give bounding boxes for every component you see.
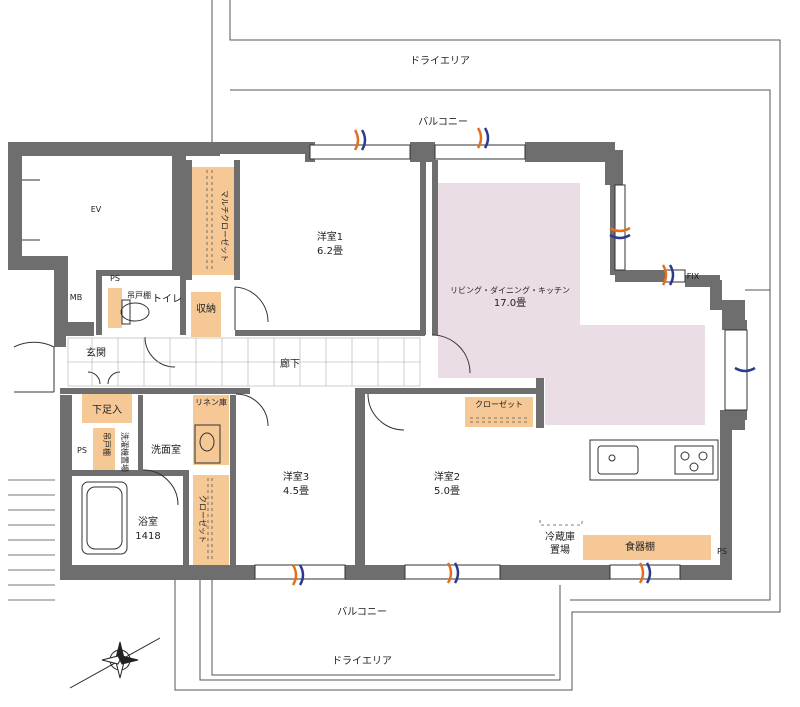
closet-r3-fill [193,475,229,565]
windows [254,144,748,580]
closet-r3-label: クローゼット [198,495,208,543]
hanging-shelf2-fill [93,428,115,470]
stove [674,445,714,475]
western3-size: 4.5畳 [283,485,309,497]
toilet-label: トイレ [152,294,182,305]
fix-label: FIX [687,272,700,281]
cupboard-label: 食器棚 [625,540,655,553]
western2-size: 5.0畳 [434,485,460,497]
ldk-size: 17.0畳 [494,297,526,309]
western1-label: 洋室1 [317,230,343,243]
fridge-label-1: 冷蔵庫 [545,530,575,543]
balcony-bottom-label: バルコニー [337,606,387,618]
compass-icon [69,637,161,689]
fridge-label-2: 置場 [550,543,570,556]
washer-label: 洗濯機置場 [120,432,130,472]
toilet-shelf-fill [108,288,122,328]
linen-label: リネン庫 [195,397,227,407]
mb-label: MB [70,293,82,302]
bath-size: 1418 [135,531,160,542]
entrance-label: 玄関 [86,346,106,359]
washroom-label: 洗面室 [151,443,181,456]
bath-label: 浴室 [138,515,158,528]
kitchen-counter [589,439,719,481]
washbasin [194,424,221,464]
western3-label: 洋室3 [283,470,309,483]
dry-area-top-label: ドライエリア [410,55,470,67]
outer-boundaries [8,0,781,691]
closet-r2-label: クローゼット [475,399,523,409]
bathtub [81,481,128,555]
multi-closet-label: マルチクローゼット [220,190,230,262]
stairs [8,479,55,601]
western1-size: 6.2畳 [317,245,343,257]
ldk-area [438,183,705,425]
linen-fill [193,395,229,465]
balcony-top-label: バルコニー [418,116,468,128]
shoebox-fill [82,393,132,423]
shoebox-label: 下足入 [92,404,122,416]
ps-top-label: PS [110,274,120,283]
western2-label: 洋室2 [434,470,460,483]
airflow-arrows [291,127,756,586]
ps-left-label: PS [77,446,87,455]
toilet-bowl [120,302,150,322]
closet-rails [206,170,583,562]
hanging-shelf2-label: 吊戸棚 [102,432,112,456]
corridor-label: 廊下 [280,357,300,370]
dry-area-bottom-label: ドライエリア [332,655,392,667]
multi-closet-fill [191,167,235,275]
walls [8,142,747,580]
hanging-shelf-label: 吊戸棚 [127,290,151,300]
storage-fill [191,292,221,337]
ev-label: EV [91,205,102,214]
fixtures [8,179,719,601]
ldk-label: リビング・ダイニング・キッチン [450,285,570,295]
storage-fills [82,167,711,565]
cupboard-fill [583,535,711,560]
storage-label: 収納 [196,302,216,315]
ps-right-label: PS [717,547,727,556]
corridor-grid [67,337,421,387]
